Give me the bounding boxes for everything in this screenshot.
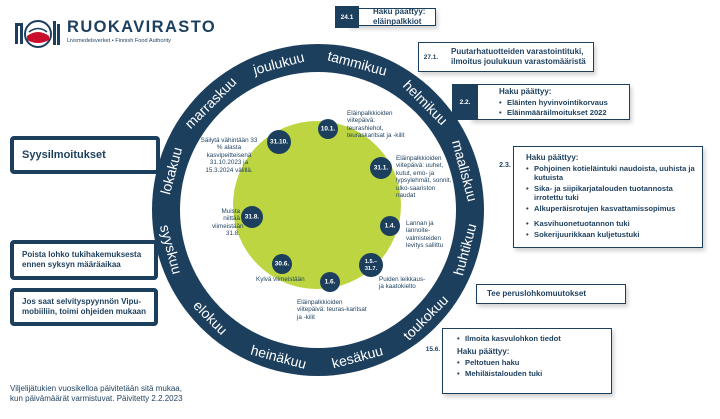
list-item: Sokerijuurikkaan kuljetustuki (526, 230, 698, 240)
note-31-8: Muista niittää viimeistään 31.8. (212, 208, 244, 238)
box-pohjoinen-title: Haku päättyy: (526, 153, 579, 162)
syysilmoitukset-label: Syysilmoitukset (14, 140, 156, 170)
note-1-5: Puiden leikkaus- ja kaatokielto (379, 276, 426, 291)
box-peltotuki: Ilmoita kasvulohkon tiedot Haku päättyy:… (442, 328, 612, 394)
box-hyvinvointi-title: Haku päättyy: (499, 86, 552, 96)
box-hyvinvointikorvaus: Haku päättyy: Eläinten hyvinvointikorvau… (470, 84, 630, 120)
list-item: Alkuperäisrotujen kasvattamissopimus (526, 204, 698, 214)
box-varastointituki: Puutarhatuotteiden varastointituki, ilmo… (418, 42, 594, 72)
date-marker (241, 206, 263, 228)
footer-line-2: kun päivämäärät varmistuvat. Päivitetty … (10, 394, 183, 404)
note-30-6: Kylvä viimeistään (256, 276, 305, 283)
date-marker-label: 1.4. (385, 223, 396, 230)
date-marker-label: 31.8. (245, 214, 260, 221)
list-item: Mehiläistalouden tuki (457, 369, 607, 379)
footer-line-1: Viljelijätukien vuosikelloa päivitetään … (10, 384, 182, 393)
box-pohjoinen-tuki: Haku päättyy: Pohjoinen kotieläintuki na… (513, 146, 703, 248)
list-item: Eläinmääräilmoitukset 2022 (499, 108, 625, 118)
box-vipu-mobiili: Jos saat selvityspyynnön Vipu-mobiiliin,… (10, 288, 158, 326)
date-marker-label: 10.1. (321, 126, 336, 133)
tag-2-3: 2.3. (499, 161, 511, 169)
center-disc (233, 121, 401, 289)
date-marker-label: 1.5.–31.7. (365, 259, 378, 272)
date-marker-label: 1.6. (325, 279, 336, 286)
list-item: Pohjoinen kotieläintuki naudoista, uuhis… (526, 164, 698, 183)
box-elainpalkkiot-title: Haku päättyy: eläinpalkkiot (373, 7, 426, 26)
date-marker (370, 157, 392, 179)
box-poista-lohko: Poista lohko tukihakemuksesta ennen syks… (10, 240, 158, 280)
date-marker-label: 31.1. (374, 165, 389, 172)
date-marker (267, 130, 291, 154)
tag-15-6: 15.6. (425, 345, 441, 353)
box-varastointituki-title: Puutarhatuotteiden varastointituki, ilmo… (451, 47, 586, 66)
note-31-1: Eläinpalkkioiden viitepäivä: uuhet, kutu… (396, 155, 452, 200)
note-1-4: Lannan ja lannoite-valmisteiden levitys … (406, 220, 444, 250)
list-item: Ilmoita kasvulohkon tiedot (457, 334, 607, 344)
list-item: Eläinten hyvinvointikorvaus (499, 98, 625, 108)
vipu-mobiili-label: Jos saat selvityspyynnön Vipu-mobiiliin,… (14, 292, 154, 322)
footer-note: Viljelijätukien vuosikelloa päivitetään … (10, 384, 183, 405)
tag-27-1: 27.1. (423, 53, 439, 61)
logo-tagline: Livsmedelsverket • Finnish Food Authorit… (67, 38, 171, 44)
poista-lohko-label: Poista lohko tukihakemuksesta ennen syks… (14, 244, 154, 276)
note-10-1: Eläinpalkkioiden viitepäivä: teurashieho… (347, 110, 405, 140)
box-peltotuki-title: Haku päättyy: (457, 347, 510, 357)
list-item: Sika- ja siipikarjatalouden tuotannosta … (526, 184, 698, 203)
note-1-6: Eläinpalkkioiden viitepäivä: teuras-kari… (297, 299, 367, 321)
ruokavirasto-logo-mark (15, 20, 60, 48)
tag-24-1: 24.1 (335, 6, 359, 28)
box-syysilmoitukset: Syysilmoitukset (10, 136, 160, 174)
date-marker (359, 253, 383, 277)
date-marker (272, 254, 292, 274)
box-peruslohko-title: Tee peruslohkomuutokset (487, 289, 586, 298)
list-item: Peltotuen haku (457, 358, 607, 368)
logo: RUOKAVIRASTO Livsmedelsverket • Finnish … (14, 14, 215, 54)
box-elainpalkkiot: Haku päättyy: eläinpalkkiot (348, 7, 436, 26)
date-marker (318, 119, 338, 139)
box-peruslohko: Tee peruslohkomuutokset (476, 284, 626, 304)
date-marker-label: 30.6. (275, 261, 290, 268)
note-31-10: Säilytä vähintään 33 % alasta kasvipeitt… (200, 137, 258, 174)
date-marker (380, 216, 400, 236)
logo-name: RUOKAVIRASTO (67, 18, 217, 36)
date-marker (320, 272, 340, 292)
list-item: Kasvihuonetuotannon tuki (526, 219, 698, 229)
tag-2-2: 2.2. (452, 84, 478, 120)
date-marker-label: 31.10. (270, 139, 288, 146)
